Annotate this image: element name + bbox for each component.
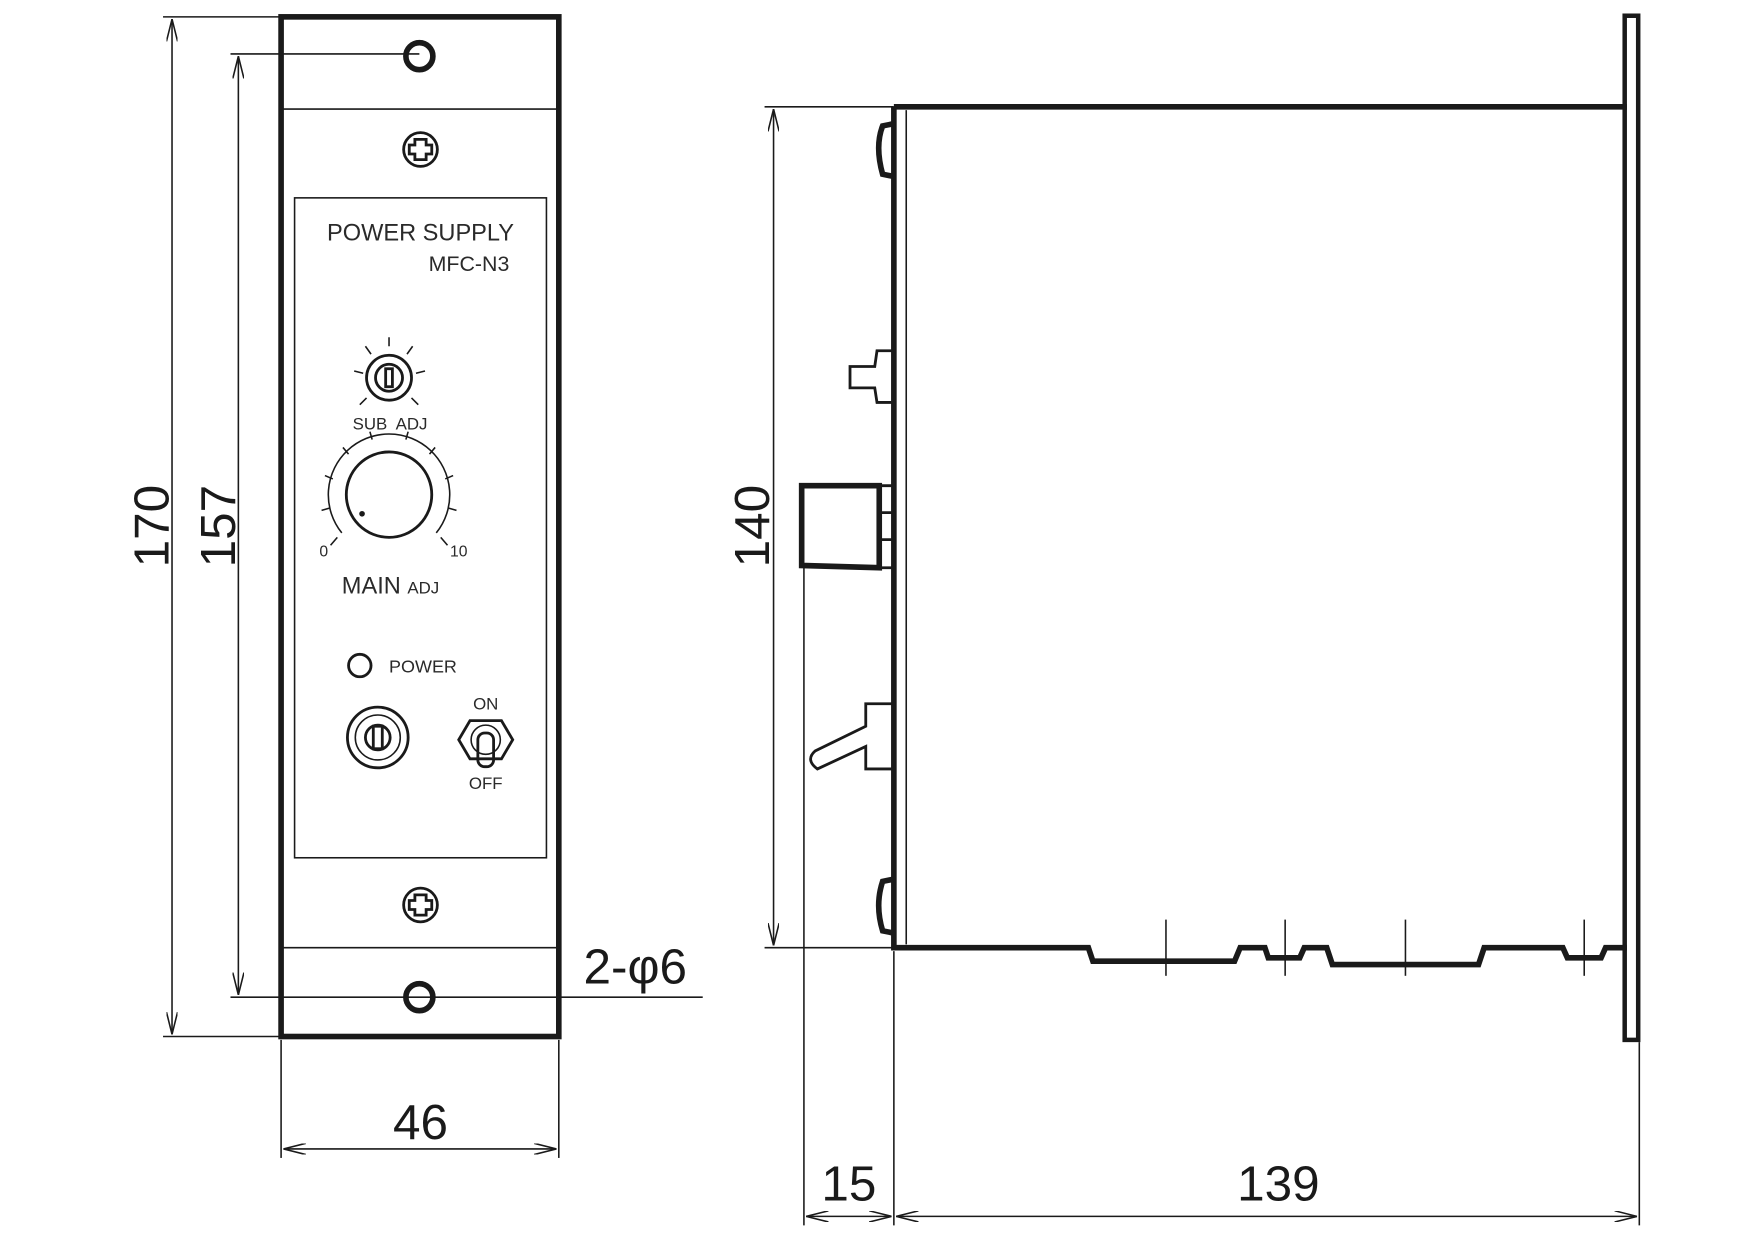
front-panel-outline bbox=[278, 14, 562, 1040]
toggle-switch bbox=[457, 719, 515, 769]
mount-flange bbox=[1622, 13, 1641, 1043]
main-adj-label-text: MAIN bbox=[342, 574, 401, 600]
side-view: 140 15 139 bbox=[725, 13, 1641, 1226]
rail-clip-bottom bbox=[875, 876, 895, 936]
dim-overall-height: 170 bbox=[125, 485, 180, 568]
power-led bbox=[347, 652, 373, 679]
rail-clip-top bbox=[875, 120, 895, 180]
sub-adj-side bbox=[848, 349, 894, 404]
dim-front-protrusion: 15 bbox=[821, 1157, 876, 1212]
model-number: MFC-N3 bbox=[429, 252, 510, 276]
dim-panel-width: 46 bbox=[393, 1095, 448, 1150]
toggle-switch-side bbox=[809, 702, 894, 771]
dim-hole-pitch: 157 bbox=[191, 485, 246, 568]
switch-on-label: ON bbox=[473, 694, 498, 713]
foot-center-lines bbox=[1165, 919, 1586, 976]
main-adj-label: MAIN ADJ bbox=[342, 574, 439, 600]
nameplate bbox=[293, 197, 548, 859]
sub-adj-label-suffix: ADJ bbox=[396, 414, 428, 433]
switch-off-label: OFF bbox=[469, 774, 503, 793]
front-view: POWER SUPPLY MFC-N3 SUB ADJ bbox=[125, 14, 703, 1158]
dimension-lines-front bbox=[163, 16, 703, 1158]
fuse-holder bbox=[346, 705, 410, 770]
main-adj-label-suffix: ADJ bbox=[407, 579, 439, 598]
main-scale-max: 10 bbox=[450, 543, 468, 560]
screw-icon bbox=[402, 886, 439, 924]
sub-adj-knob bbox=[353, 337, 426, 406]
main-scale-min: 0 bbox=[319, 543, 328, 560]
power-label: POWER bbox=[389, 656, 457, 676]
product-title: POWER SUPPLY bbox=[327, 221, 514, 247]
screw-icon bbox=[402, 131, 439, 168]
dim-body-depth: 139 bbox=[1237, 1157, 1320, 1212]
dim-body-height: 140 bbox=[725, 485, 780, 568]
main-adj-knob bbox=[321, 431, 457, 546]
main-knob-side bbox=[798, 482, 883, 571]
body-outline bbox=[891, 106, 1627, 968]
sub-adj-label: SUB bbox=[353, 414, 388, 433]
mount-hole-top bbox=[403, 39, 436, 73]
dim-holes: 2-φ6 bbox=[583, 940, 687, 995]
dimension-lines-side bbox=[764, 106, 1641, 1226]
main-knob-shaft-side bbox=[879, 484, 894, 570]
